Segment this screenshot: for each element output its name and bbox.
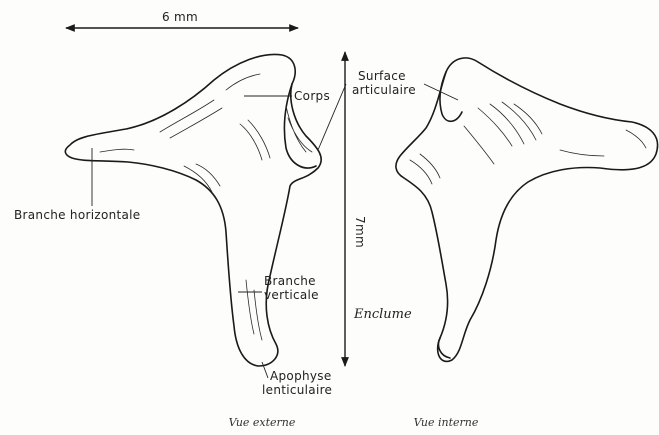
caption-external-view: Vue externe (229, 416, 296, 429)
label-branche-horizontale: Branche horizontale (14, 208, 140, 222)
label-enclume: Enclume (353, 307, 412, 322)
height-dimension-label: 7mm (353, 216, 367, 248)
label-branche-verticale-1: Branche (264, 274, 316, 288)
caption-internal-view: Vue interne (414, 416, 479, 429)
label-apophyse-2: lenticulaire (262, 383, 332, 397)
label-branche-verticale-2: verticale (264, 288, 319, 302)
label-corps: Corps (294, 89, 330, 103)
incus-internal-view (396, 58, 658, 362)
label-surface-2: articulaire (352, 83, 416, 97)
width-dimension-label: 6 mm (162, 10, 198, 24)
label-surface-1: Surface (358, 69, 406, 83)
label-apophyse-1: Apophyse (270, 369, 332, 383)
